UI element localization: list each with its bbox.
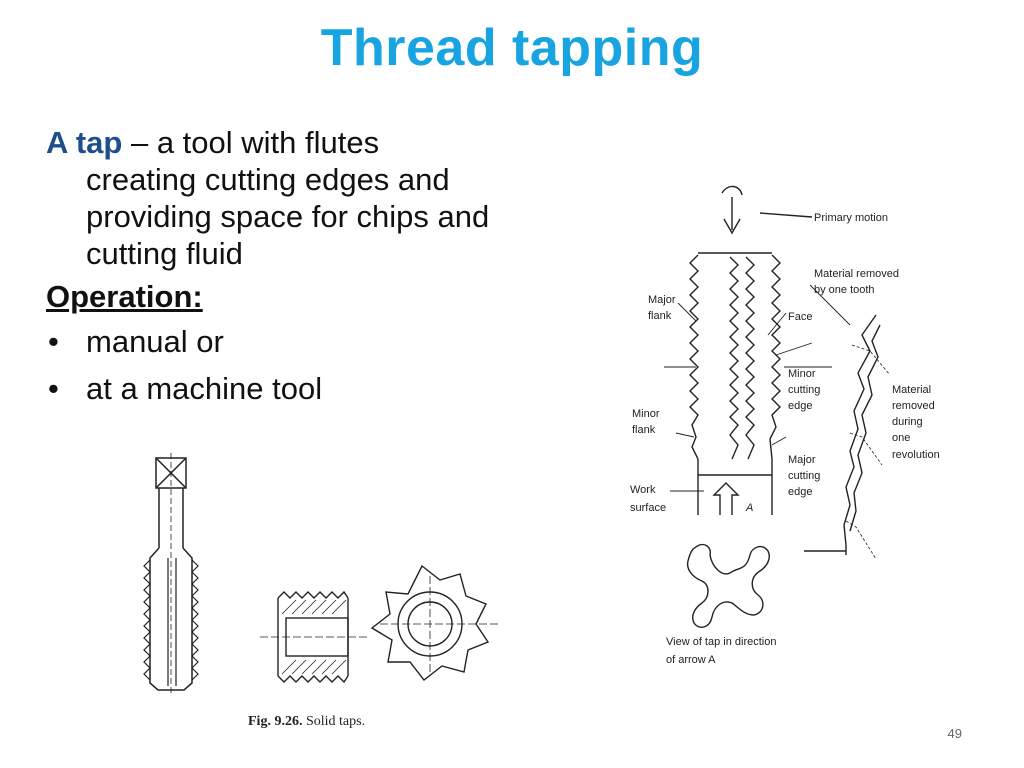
label-minor-flank-2: flank: [632, 424, 656, 436]
operation-heading: Operation:: [46, 279, 203, 314]
bullet-text: at a machine tool: [86, 371, 323, 406]
label-view-of-tap: View of tap in direction: [666, 636, 776, 648]
label-minor-cutting-edge-3: edge: [788, 400, 812, 412]
label-view-of-tap-2: of arrow A: [666, 654, 716, 666]
figure-caption: Fig. 9.26. Solid taps.: [248, 714, 365, 730]
list-item: • manual or: [46, 323, 566, 360]
figure-caption-text: Solid taps.: [305, 714, 366, 729]
label-primary-motion: Primary motion: [814, 212, 888, 224]
nut-hatching: [281, 599, 347, 675]
page-number: 49: [947, 726, 962, 741]
term-a-tap: A tap: [46, 125, 123, 160]
tap-cutting-diagram: Primary motion A: [630, 185, 940, 666]
label-major-cutting-edge-3: edge: [788, 486, 812, 498]
nut-section: [260, 590, 370, 684]
label-major-flank: Major: [648, 294, 676, 306]
figure-caption-number: Fig. 9.26.: [248, 714, 303, 729]
label-face: Face: [788, 311, 812, 323]
label-major-flank-2: flank: [648, 310, 672, 322]
slide-body: A tap – a tool with flutes creating cutt…: [46, 124, 566, 417]
label-material-removed-rev-5: revolution: [892, 449, 940, 461]
tap-cross-section: [370, 564, 498, 681]
definition-dash: –: [122, 125, 157, 160]
label-major-cutting-edge: Major: [788, 454, 816, 466]
label-work-surface-2: surface: [630, 502, 666, 514]
label-material-removed-rev: Material: [892, 384, 931, 396]
label-work-surface: Work: [630, 484, 656, 496]
solid-taps-figure: [143, 453, 498, 693]
label-material-removed-tooth-2: by one tooth: [814, 284, 875, 296]
slide-title: Thread tapping: [320, 19, 704, 77]
arrow-a: [712, 482, 740, 515]
bullet-text: manual or: [86, 324, 224, 359]
tap-end-view: [686, 543, 770, 628]
label-material-removed-rev-2: removed: [892, 400, 935, 412]
definition-lead: a tool with flutes: [156, 125, 380, 160]
definition-paragraph: A tap – a tool with flutes creating cutt…: [46, 124, 566, 272]
tap-threads: [143, 558, 199, 686]
label-major-cutting-edge-2: cutting: [788, 470, 820, 482]
tap-body: [689, 252, 781, 515]
bullet-icon: •: [48, 324, 59, 359]
profile-dashes: [845, 344, 891, 560]
leader-lines: [664, 284, 851, 492]
label-material-removed-rev-3: during: [892, 416, 923, 428]
label-minor-cutting-edge: Minor: [788, 368, 816, 380]
primary-motion-arrow: [721, 185, 813, 235]
list-item: • at a machine tool: [46, 370, 566, 407]
label-arrow-a: A: [745, 502, 753, 514]
thread-profile: [804, 314, 881, 555]
label-minor-cutting-edge-2: cutting: [788, 384, 820, 396]
definition-rest: creating cutting edges and providing spa…: [86, 162, 490, 271]
label-material-removed-tooth: Material removed: [814, 268, 899, 280]
operation-list: • manual or • at a machine tool: [46, 323, 566, 407]
label-material-removed-rev-4: one: [892, 432, 910, 444]
bullet-icon: •: [48, 371, 59, 406]
label-minor-flank: Minor: [632, 408, 660, 420]
